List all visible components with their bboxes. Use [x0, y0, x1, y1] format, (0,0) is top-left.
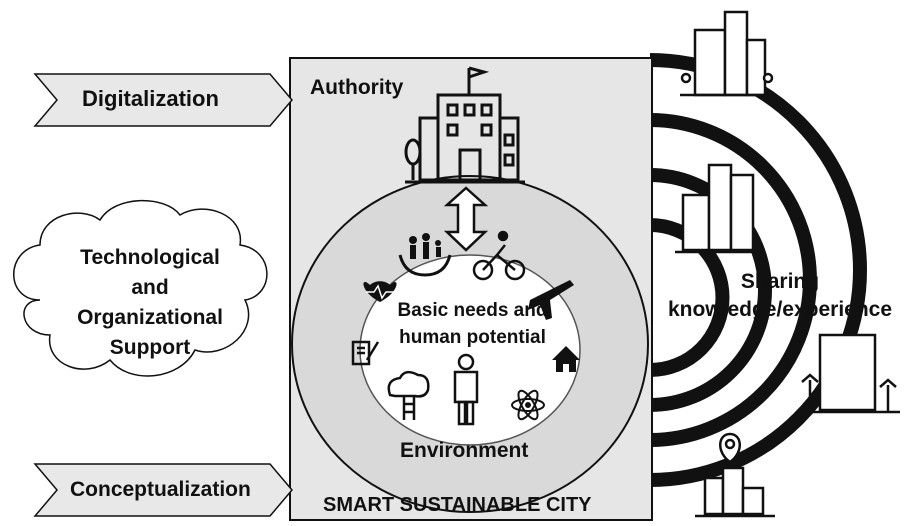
home-icon: [552, 346, 580, 372]
city-buildings-icon: [680, 10, 775, 97]
support-line-3: Organizational: [77, 306, 223, 329]
digitalization-label: Digitalization: [82, 86, 219, 111]
two-way-arrow-icon: [443, 186, 489, 252]
support-line-2: and: [131, 276, 169, 299]
basic-needs-label: Basic needs and human potential: [385, 297, 560, 351]
person-icon: [453, 353, 479, 426]
school-building-icon: [404, 66, 525, 184]
basic-needs-line-2: human potential: [399, 327, 546, 348]
hotel-palms-icon: [801, 333, 900, 414]
conceptualization-label: Conceptualization: [70, 478, 251, 501]
sharing-line-1: Sharing: [740, 270, 820, 293]
support-line-4: Support: [109, 336, 191, 359]
location-buildings-icon: [695, 432, 775, 518]
smart-sustainable-city-label: SMART SUSTAINABLE CITY: [323, 494, 592, 516]
digitalization-arrow: [33, 73, 293, 127]
document-pen-icon: [351, 340, 380, 366]
cyclist-icon: [472, 230, 526, 281]
support-line-1: Technological: [80, 246, 220, 269]
support-cloud: [13, 199, 268, 377]
environment-label: Environment: [400, 439, 529, 462]
airplane-icon: [528, 280, 574, 320]
authority-label: Authority: [310, 76, 404, 99]
conceptualization-arrow: [33, 463, 293, 517]
sharing-label: Sharing knowledge/experience: [650, 268, 910, 324]
basic-needs-line-1: Basic needs and: [397, 300, 548, 321]
heart-rate-icon: [363, 281, 397, 302]
support-label: Technological and Organizational Support: [55, 243, 245, 363]
family-hands-icon: [398, 233, 452, 277]
cloud-tree-icon: [387, 370, 430, 420]
atom-icon: [511, 389, 545, 421]
sharing-line-2: knowledge/experience: [667, 298, 893, 321]
office-towers-icon: [675, 163, 760, 254]
